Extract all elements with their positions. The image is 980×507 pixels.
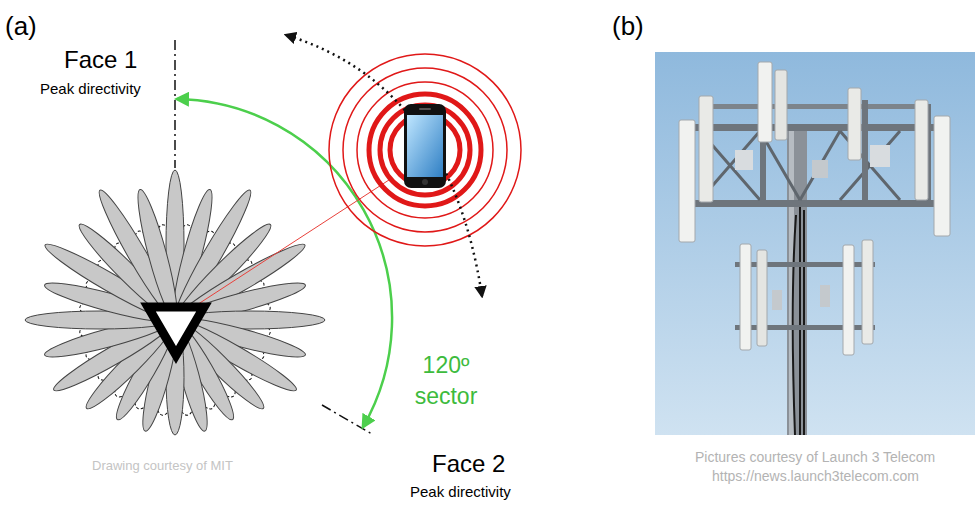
tower-photo xyxy=(775,70,787,140)
tower-photo xyxy=(757,250,767,346)
credit-note: Drawing courtesy of MIT xyxy=(92,459,233,474)
tower-photo xyxy=(848,88,861,160)
signal-rings xyxy=(343,68,507,232)
phone-icon xyxy=(407,115,443,177)
credit-note: Pictures courtesy of Launch 3 Telecom xyxy=(695,449,935,465)
sector-arc xyxy=(177,99,392,427)
base-station xyxy=(148,307,204,355)
tower-photo xyxy=(655,52,975,435)
face-label: Face 2 xyxy=(432,450,505,478)
tower-photo xyxy=(915,100,928,200)
signal-line xyxy=(186,178,392,312)
credit-note: https://news.launch3telecom.com xyxy=(712,468,919,484)
tower-photo xyxy=(934,116,950,236)
phone-icon xyxy=(404,104,446,188)
face-axis xyxy=(322,405,372,434)
face-axis xyxy=(174,40,176,168)
movement-arrow xyxy=(286,35,482,296)
signal-rings xyxy=(380,105,470,195)
signal-rings xyxy=(390,115,460,185)
phone-icon xyxy=(422,179,428,185)
tower-photo xyxy=(812,160,828,178)
tower-photo xyxy=(655,52,975,435)
tower-photo xyxy=(772,290,782,310)
signal-rings xyxy=(357,82,493,218)
tower-photo xyxy=(679,120,695,242)
tower-photo xyxy=(787,130,807,435)
phone-icon xyxy=(404,104,446,188)
panel-letter: (b) xyxy=(612,12,644,42)
tower-photo xyxy=(862,240,873,344)
tower-photo xyxy=(820,285,830,307)
tower-photo xyxy=(793,205,804,435)
tower-photo xyxy=(740,244,751,350)
panel-letter: (a) xyxy=(5,12,37,42)
signal-rings xyxy=(329,54,521,246)
radiation-lobes xyxy=(25,170,325,435)
tower-photo xyxy=(758,62,772,142)
face-axis xyxy=(175,40,372,434)
sector-label: 120º sector xyxy=(400,350,492,412)
radiation-lobes xyxy=(131,187,183,322)
tower-photo xyxy=(705,104,925,109)
phone-icon xyxy=(419,108,431,110)
tower-photo xyxy=(700,131,900,200)
tower-photo xyxy=(699,96,713,202)
tower-photo xyxy=(688,200,946,207)
tower-photo xyxy=(862,100,868,206)
signal-rings xyxy=(369,94,481,206)
tower-photo xyxy=(688,124,946,131)
tower-photo xyxy=(870,145,890,167)
tower-photo xyxy=(735,150,753,170)
tower-photo xyxy=(843,245,854,355)
face-label: Face 1 xyxy=(64,46,137,74)
signal-rings xyxy=(329,54,521,246)
face-note: Peak directivity xyxy=(410,483,511,500)
face-note: Peak directivity xyxy=(40,80,141,97)
